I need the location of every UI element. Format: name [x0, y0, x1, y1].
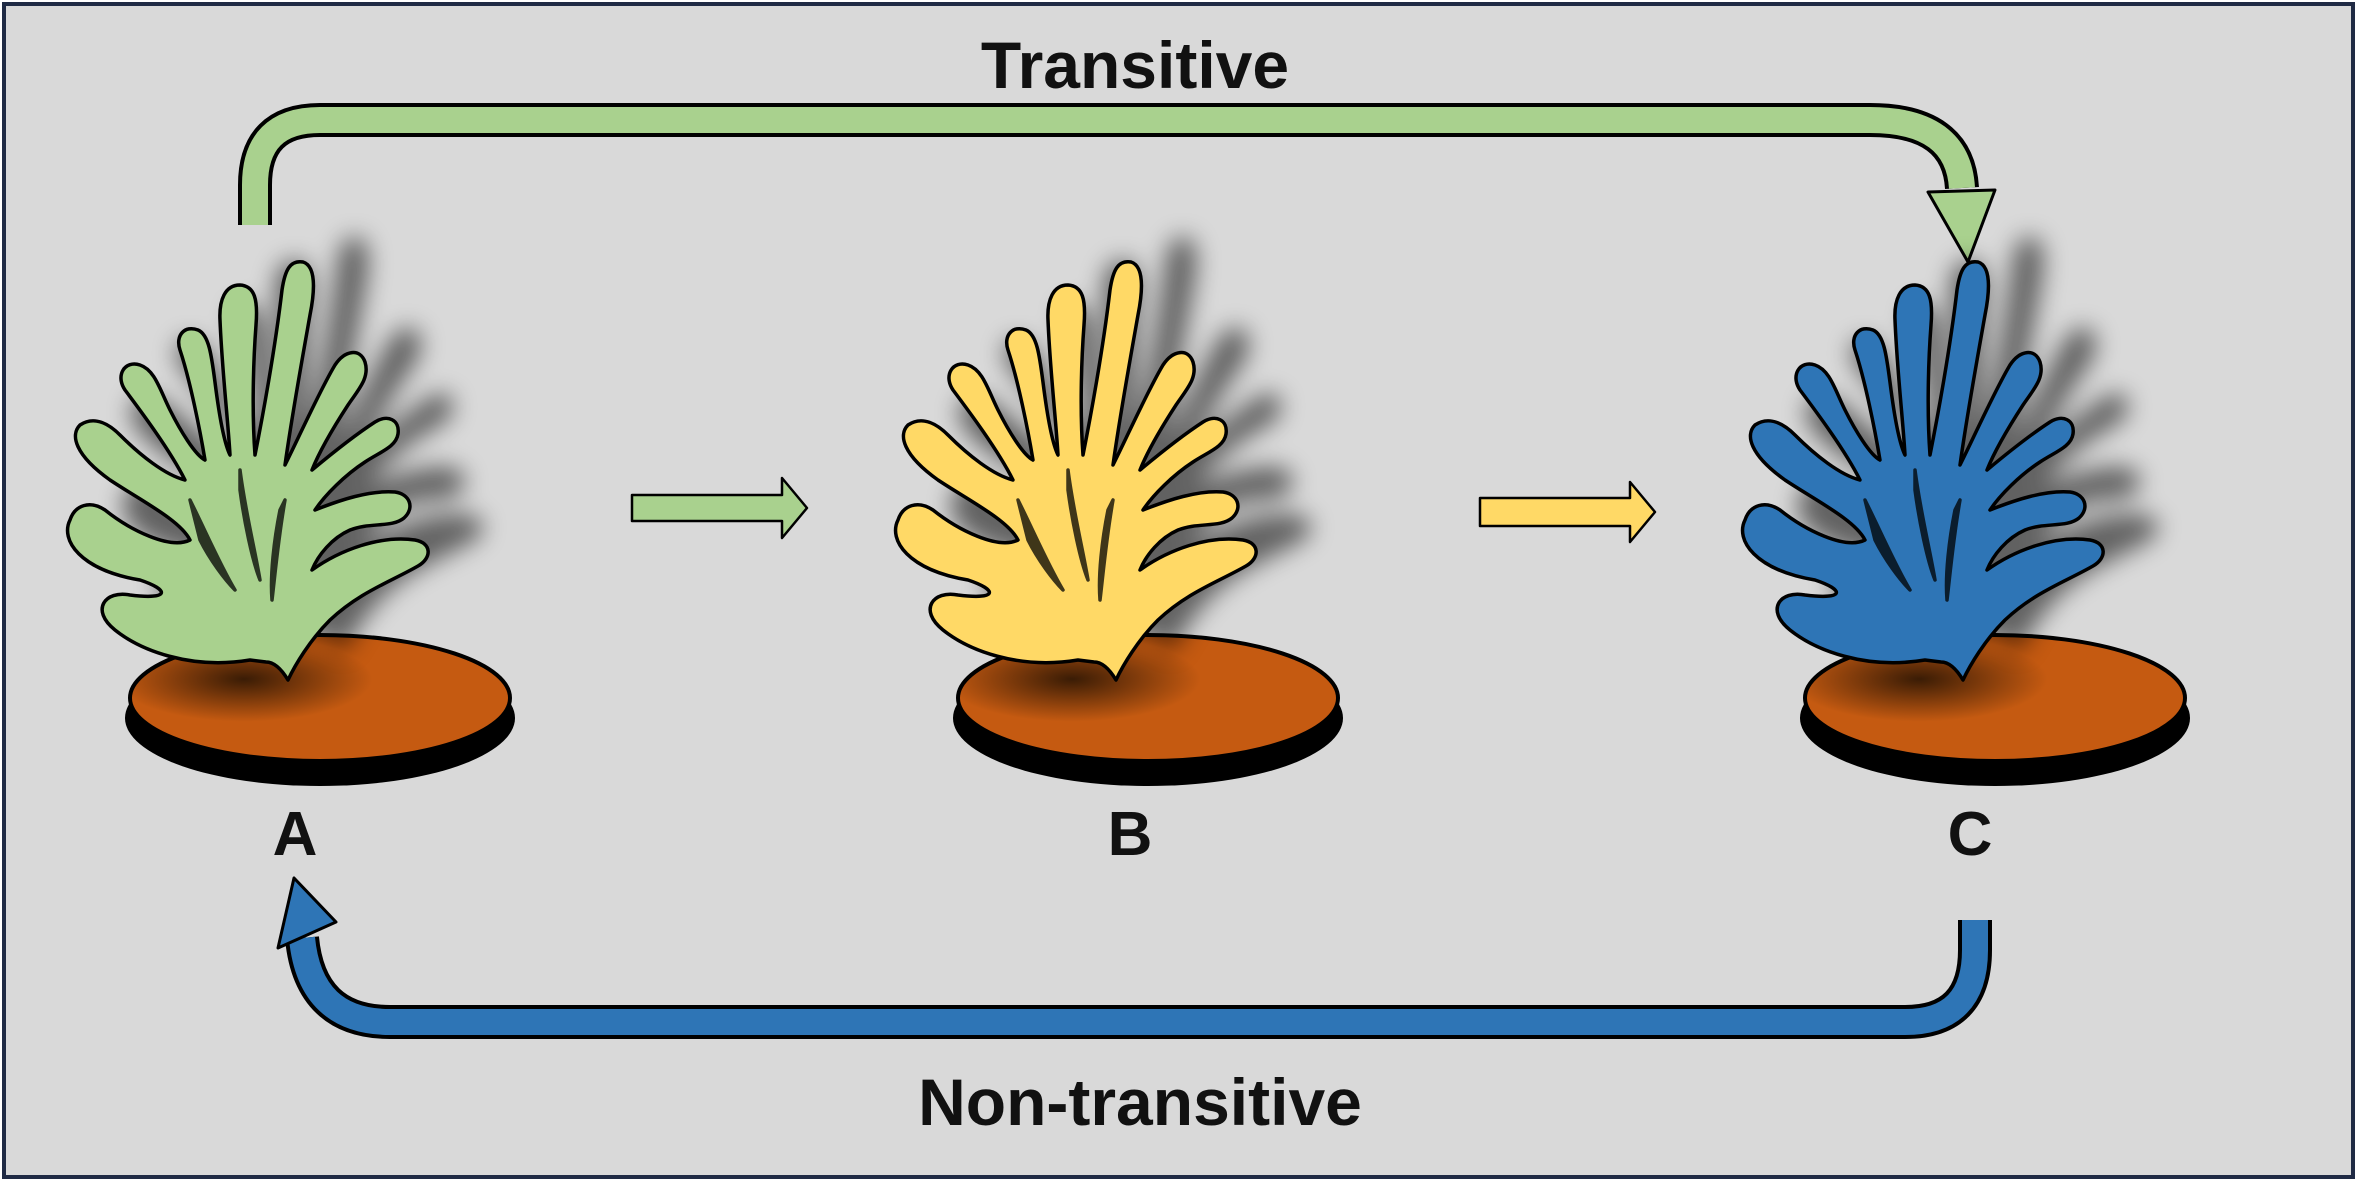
node-label-c: C — [1948, 800, 1993, 869]
coral-b — [893, 236, 1343, 786]
title-non-transitive: Non-transitive — [918, 1065, 1362, 1139]
node-label-a: A — [273, 800, 318, 869]
arrow-b-to-c — [1478, 480, 1657, 544]
node-label-b: B — [1108, 800, 1153, 869]
title-transitive: Transitive — [981, 28, 1289, 102]
coral-c — [1740, 236, 2190, 786]
transitive-arrow — [238, 103, 1997, 264]
arrow-a-to-b — [630, 476, 809, 540]
non-transitive-arrow — [276, 876, 1992, 1039]
coral-a — [65, 236, 515, 786]
